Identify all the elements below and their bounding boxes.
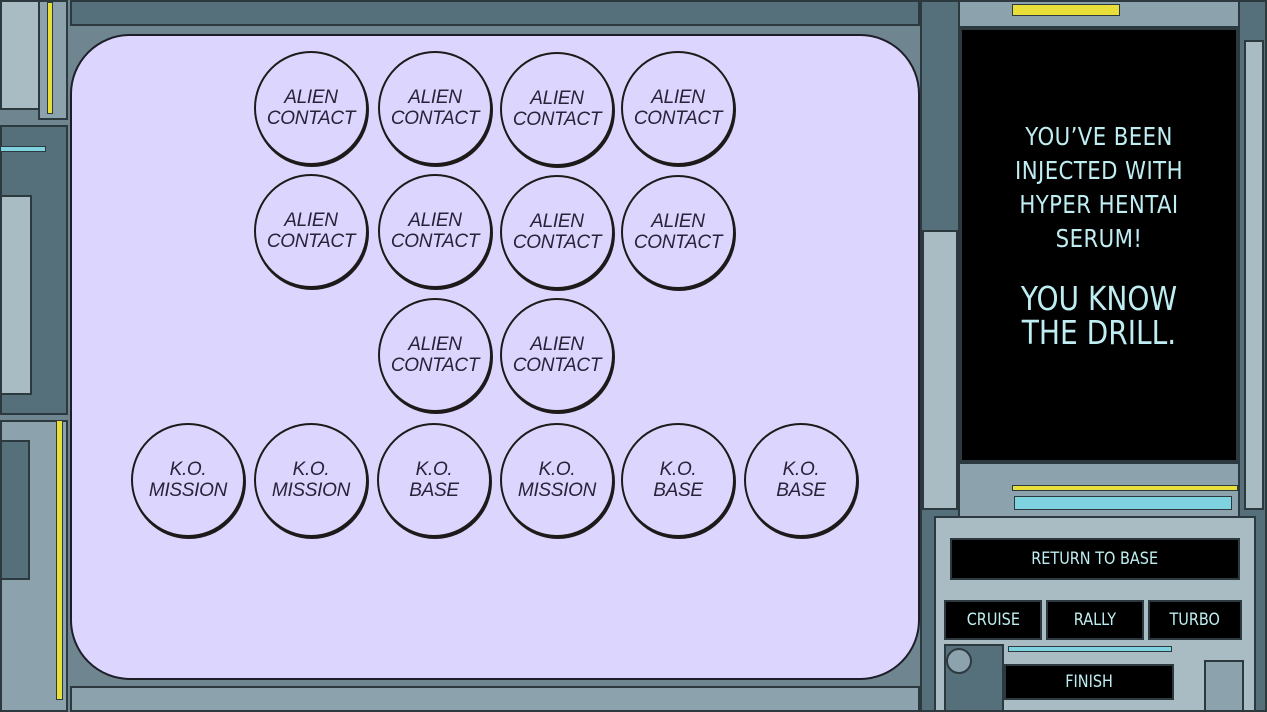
chip-label-line1: ALIEN bbox=[408, 334, 462, 355]
message-text: YOU’VE BEEN INJECTED WITH HYPER HENTAI S… bbox=[1014, 122, 1183, 253]
chip-label-line1: K.O. bbox=[292, 459, 330, 480]
rally-button[interactable]: RALLY bbox=[1046, 600, 1144, 640]
chip-label-line2: CONTACT bbox=[390, 355, 480, 376]
chip-label: K.O.MISSION bbox=[149, 459, 227, 501]
mission-board bbox=[70, 34, 920, 680]
return-to-base-label: RETURN TO BASE bbox=[1031, 549, 1159, 569]
finish-button[interactable]: FINISH bbox=[1004, 664, 1174, 700]
chip-label-line1: ALIEN bbox=[408, 210, 462, 231]
chip-label-line2: BASE bbox=[653, 480, 703, 501]
chip-label-line1: ALIEN bbox=[530, 211, 584, 232]
chip-label-line2: CONTACT bbox=[512, 232, 602, 253]
chip-label: K.O.BASE bbox=[653, 459, 703, 501]
chip-label-line1: ALIEN bbox=[284, 210, 338, 231]
chip-label-line1: ALIEN bbox=[408, 87, 462, 108]
turbo-button[interactable]: TURBO bbox=[1148, 600, 1242, 640]
gauge-icon bbox=[946, 648, 972, 674]
cruise-button[interactable]: CRUISE bbox=[944, 600, 1042, 640]
ko-mission-chip[interactable]: K.O.MISSION bbox=[131, 423, 245, 537]
ko-mission-chip[interactable]: K.O.MISSION bbox=[254, 423, 368, 537]
finish-label: FINISH bbox=[1065, 672, 1113, 692]
rally-label: RALLY bbox=[1073, 610, 1117, 630]
chip-label-line2: BASE bbox=[409, 480, 459, 501]
chip-label-line1: ALIEN bbox=[284, 87, 338, 108]
chip-label-line2: CONTACT bbox=[266, 108, 356, 129]
chip-label-line2: CONTACT bbox=[633, 108, 723, 129]
message-screen: YOU’VE BEEN INJECTED WITH HYPER HENTAI S… bbox=[960, 28, 1238, 462]
chip-label: K.O.BASE bbox=[776, 459, 826, 501]
ko-base-chip[interactable]: K.O.BASE bbox=[744, 423, 858, 537]
chip-label-line1: K.O. bbox=[415, 459, 453, 480]
chip-label-line1: ALIEN bbox=[530, 334, 584, 355]
chip-label-line2: CONTACT bbox=[512, 355, 602, 376]
chip-label-line2: MISSION bbox=[148, 480, 228, 501]
chip-label-line1: K.O. bbox=[782, 459, 820, 480]
chip-label-line1: ALIEN bbox=[651, 211, 705, 232]
chip-label-line1: K.O. bbox=[169, 459, 207, 480]
chip-label: K.O.MISSION bbox=[518, 459, 596, 501]
chip-label-line2: MISSION bbox=[517, 480, 597, 501]
ko-base-chip[interactable]: K.O.BASE bbox=[377, 423, 491, 537]
chip-label: K.O.BASE bbox=[409, 459, 459, 501]
chip-label-line1: ALIEN bbox=[530, 88, 584, 109]
return-to-base-button[interactable]: RETURN TO BASE bbox=[950, 538, 1240, 580]
chip-label-line1: ALIEN bbox=[651, 87, 705, 108]
chip-label-line2: CONTACT bbox=[266, 231, 356, 252]
chip-label-line2: CONTACT bbox=[390, 108, 480, 129]
turbo-label: TURBO bbox=[1169, 610, 1221, 630]
chip-label-line2: BASE bbox=[776, 480, 826, 501]
chip-label-line2: CONTACT bbox=[633, 232, 723, 253]
cruise-label: CRUISE bbox=[966, 610, 1020, 630]
chip-label-line1: K.O. bbox=[659, 459, 697, 480]
message-subtext: YOU KNOW THE DRILL. bbox=[1020, 279, 1178, 352]
chip-label: K.O.MISSION bbox=[272, 459, 350, 501]
chip-label-line1: K.O. bbox=[538, 459, 576, 480]
chip-label-line2: CONTACT bbox=[390, 231, 480, 252]
chip-label-line2: MISSION bbox=[271, 480, 351, 501]
chip-label-line2: CONTACT bbox=[512, 109, 602, 130]
ko-base-chip[interactable]: K.O.BASE bbox=[621, 423, 735, 537]
ko-mission-chip[interactable]: K.O.MISSION bbox=[500, 423, 614, 537]
